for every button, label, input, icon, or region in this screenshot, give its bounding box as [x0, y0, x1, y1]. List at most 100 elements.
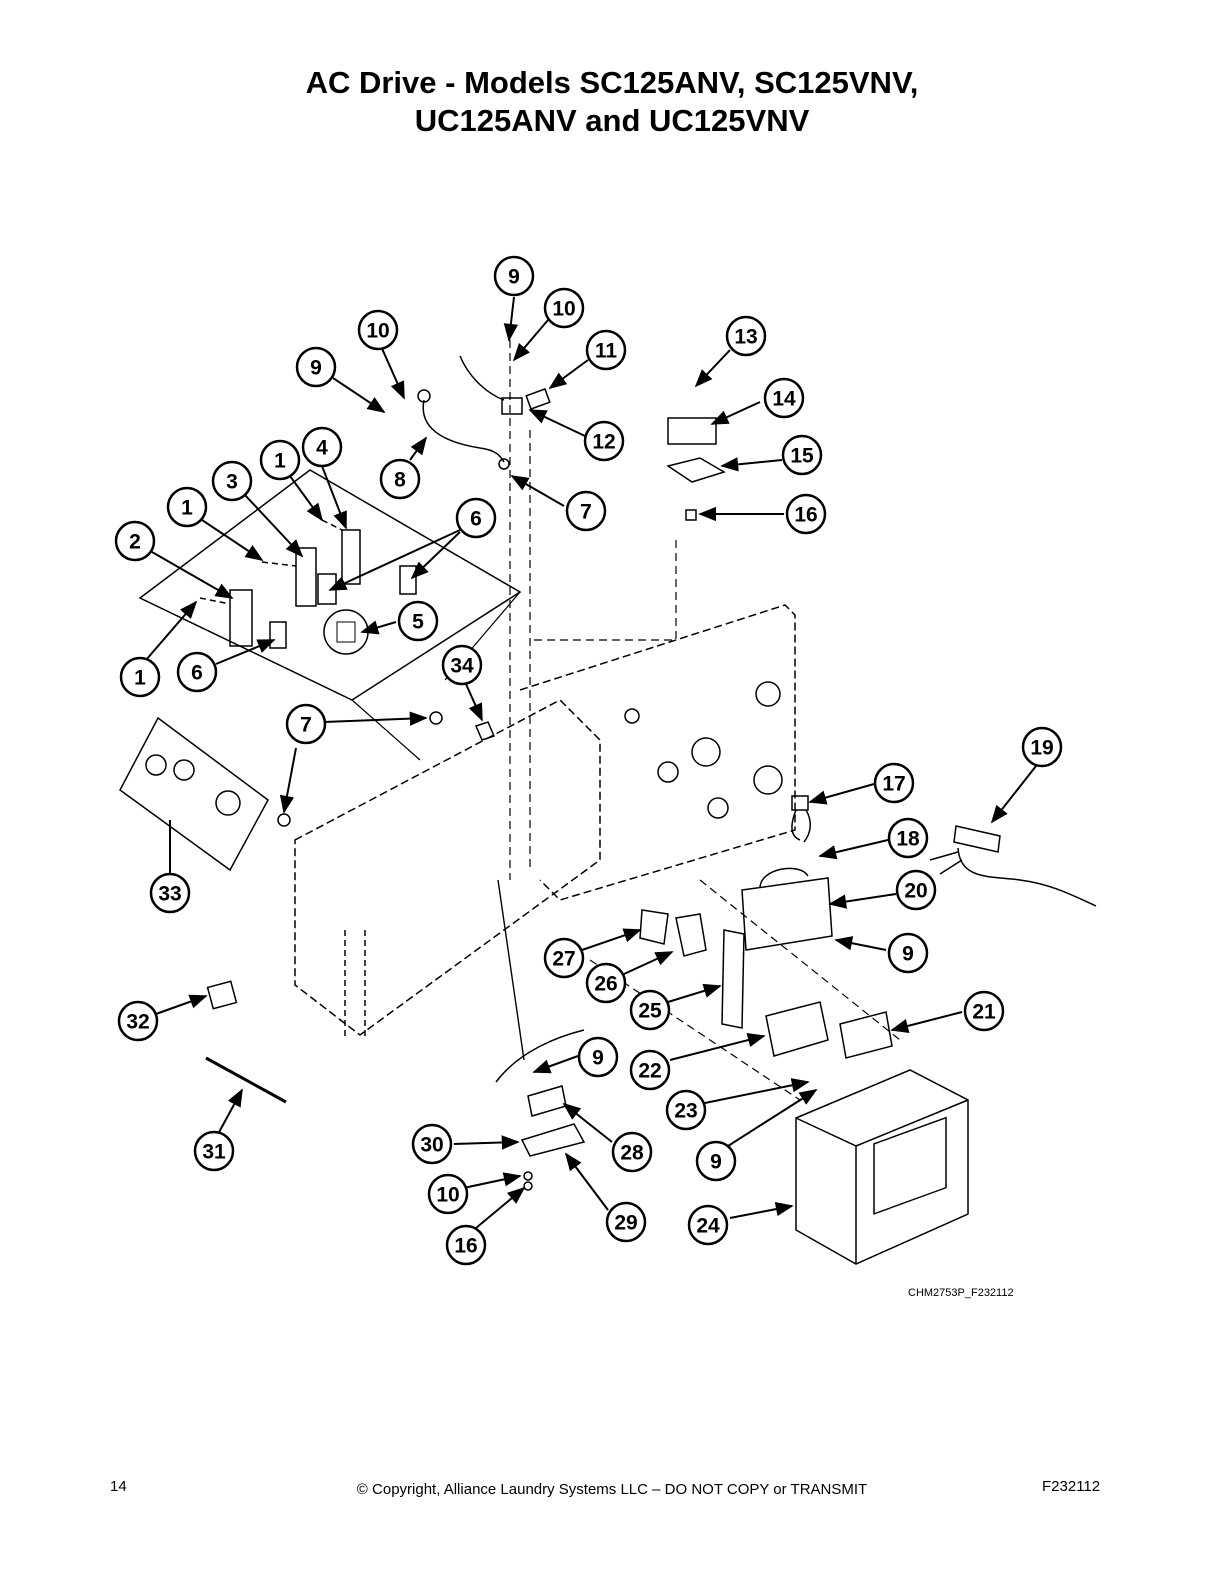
callout-label: 12	[592, 431, 615, 454]
callout-10: 10	[543, 287, 585, 329]
callout-label: 4	[316, 437, 328, 460]
callout-19: 19	[1021, 726, 1063, 768]
relay-plate-3	[295, 547, 317, 607]
label-27	[639, 909, 669, 945]
cable-tie-31	[205, 1056, 287, 1104]
callout-circle	[285, 703, 327, 745]
callout-label: 23	[674, 1100, 697, 1123]
cable-clip-32	[206, 980, 238, 1010]
callout-7: 7	[285, 703, 327, 745]
callout-24: 24	[687, 1204, 729, 1246]
callout-label: 9	[310, 357, 322, 380]
callout-26: 26	[585, 962, 627, 1004]
callout-label: 29	[614, 1212, 637, 1235]
callout-1: 1	[166, 486, 208, 528]
leader-lines	[145, 296, 1037, 1229]
callout-circle	[585, 962, 627, 1004]
callout-circle	[611, 1131, 653, 1173]
relay-plate-2	[229, 589, 253, 647]
callout-circle	[895, 869, 937, 911]
callout-circle	[629, 989, 671, 1031]
callout-circle	[543, 937, 585, 979]
callout-23: 23	[665, 1089, 707, 1131]
callout-circle	[411, 1123, 453, 1165]
callout-5: 5	[397, 600, 439, 642]
callout-3: 3	[211, 460, 253, 502]
ac-drive-24	[795, 1069, 969, 1265]
callout-circle	[629, 1049, 671, 1091]
callout-1: 1	[119, 656, 161, 698]
callout-circle	[176, 651, 218, 693]
callout-circle	[605, 1201, 647, 1243]
callout-label: 16	[454, 1235, 477, 1258]
callout-circle	[725, 315, 767, 357]
callout-22: 22	[629, 1049, 671, 1091]
fuse-holder-5	[323, 609, 369, 655]
callout-circle	[379, 458, 421, 500]
callout-circle	[873, 762, 915, 804]
callout-9: 9	[295, 346, 337, 388]
callout-27: 27	[543, 937, 585, 979]
page-title-line-1: AC Drive - Models SC125ANV, SC125VNV,	[305, 65, 919, 100]
callout-25: 25	[629, 989, 671, 1031]
callout-circle	[193, 1130, 235, 1172]
callout-circle	[445, 1224, 487, 1266]
drive-enclosure	[294, 699, 601, 1036]
callout-34: 34	[441, 644, 483, 686]
callout-circle	[887, 817, 929, 859]
callout-label: 2	[129, 531, 141, 554]
callout-circle	[211, 460, 253, 502]
callout-17: 17	[873, 762, 915, 804]
form-id: F232112	[1042, 1478, 1101, 1495]
callout-label: 27	[552, 948, 575, 971]
callout-circle	[585, 329, 627, 371]
terminal-block-26	[675, 913, 707, 957]
callout-11: 11	[585, 329, 627, 371]
callout-circle	[114, 520, 156, 562]
callout-label: 25	[638, 1000, 662, 1023]
callout-9: 9	[887, 932, 929, 974]
callout-label: 15	[790, 445, 814, 468]
harness-19	[953, 825, 1001, 853]
callout-1: 1	[259, 439, 301, 481]
callout-6: 6	[455, 497, 497, 539]
callout-label: 10	[366, 320, 389, 343]
callout-circle	[166, 486, 208, 528]
callout-circle	[887, 932, 929, 974]
callout-label: 8	[394, 469, 406, 492]
relay-plate-4	[341, 529, 361, 585]
callout-21: 21	[963, 990, 1005, 1032]
overload-21	[839, 1011, 893, 1059]
terminal-28	[527, 1085, 567, 1117]
callout-2: 2	[114, 520, 156, 562]
callout-label: 1	[181, 497, 193, 520]
callout-label: 16	[794, 504, 817, 527]
callout-label: 6	[191, 662, 203, 685]
callout-circle	[695, 1140, 737, 1182]
callout-circle	[963, 990, 1005, 1032]
callout-label: 11	[595, 340, 618, 363]
callout-label: 10	[436, 1184, 459, 1207]
callout-label: 32	[126, 1011, 149, 1034]
callout-label: 34	[450, 655, 474, 678]
callout-label: 6	[470, 508, 482, 531]
callout-label: 14	[772, 388, 796, 411]
ground-wire-8	[422, 399, 505, 463]
callout-20: 20	[895, 869, 937, 911]
callout-label: 9	[902, 943, 914, 966]
terminal-block-6c	[399, 565, 417, 595]
callout-circle	[427, 1173, 469, 1215]
callout-circle	[259, 439, 301, 481]
callout-circle	[687, 1204, 729, 1246]
callout-12: 12	[583, 420, 625, 462]
callout-16: 16	[445, 1224, 487, 1266]
page-title-line-2: UC125ANV and UC125VNV	[414, 103, 810, 138]
drawing-code: CHM2753P_F232112	[908, 1287, 1014, 1299]
callout-circle	[493, 255, 535, 297]
callout-circle	[781, 434, 823, 476]
callout-label: 7	[300, 714, 312, 737]
capacitor-17	[791, 795, 809, 811]
callout-label: 1	[274, 450, 286, 473]
